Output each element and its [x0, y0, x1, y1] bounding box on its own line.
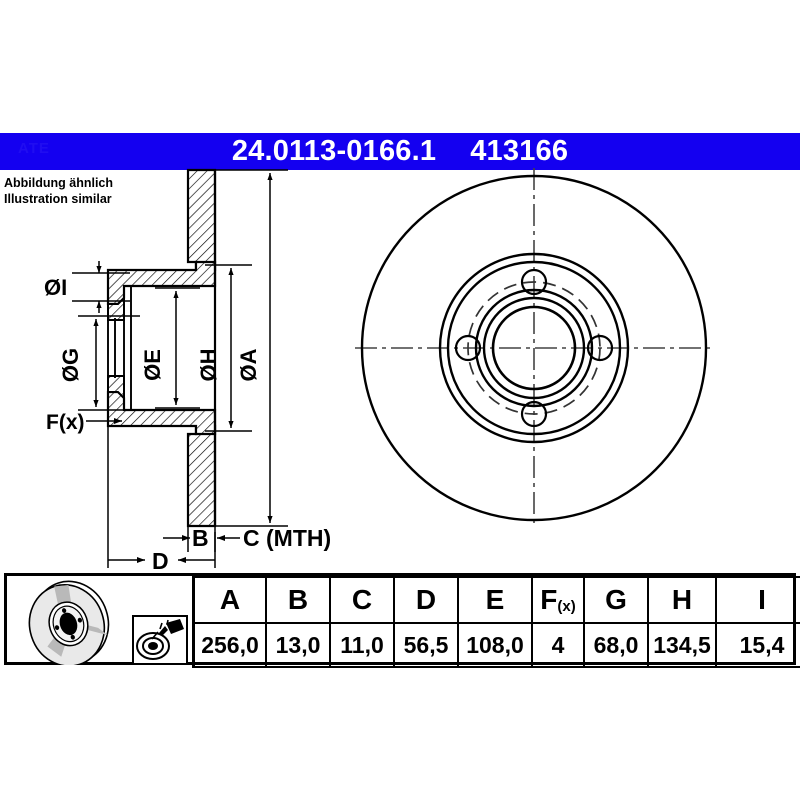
- table-header-i: I: [715, 576, 800, 624]
- label-holes-fx: F(x): [46, 411, 85, 434]
- table-header-b: B: [265, 576, 331, 624]
- table-value-i: 15,4: [715, 622, 800, 668]
- caption-line-en: Illustration similar: [4, 192, 112, 206]
- part-number-banner: ATE 24.0113-0166.1 413166: [0, 133, 800, 170]
- table-value-fx: 4: [531, 622, 585, 668]
- friction-ring-top: [186, 168, 217, 272]
- part-number: 24.0113-0166.1: [231, 135, 437, 167]
- dim-diameter-h: [205, 264, 252, 432]
- table-header-fx: F(x): [531, 576, 585, 624]
- bore-collar-bottom: [107, 375, 125, 401]
- bolt-hole-bottom: [520, 400, 548, 428]
- table-header-h: H: [647, 576, 717, 624]
- table-row-values: 256,0 13,0 11,0 56,5 108,0 4 68,0 134,5 …: [7, 622, 800, 668]
- banner-title: 24.0113-0166.1 413166: [0, 133, 800, 170]
- dim-depth-d: [107, 420, 216, 568]
- dimension-annotations: [72, 169, 288, 568]
- disc-outer-circle: [360, 174, 708, 522]
- table-value-g: 68,0: [583, 622, 649, 668]
- bore-ring-outer: [474, 288, 594, 408]
- front-view: [355, 168, 715, 528]
- table-value-a: 256,0: [192, 622, 267, 668]
- bore-ring-middle: [482, 296, 586, 400]
- table-value-b: 13,0: [265, 622, 331, 668]
- table-value-c: 11,0: [329, 622, 395, 668]
- bore-collar-top: [107, 295, 125, 321]
- caption-line-de: Abbildung ähnlich: [4, 176, 114, 190]
- brake-disc-photo: [28, 580, 110, 665]
- table-value-e: 108,0: [457, 622, 533, 668]
- bolt-holes: [454, 268, 614, 428]
- table-header-d: D: [393, 576, 459, 624]
- table-header-c: C: [329, 576, 395, 624]
- bolt-hole-left: [454, 334, 482, 362]
- dim-diameter-i: [72, 261, 130, 313]
- dim-diameter-a: [212, 169, 288, 527]
- bolt-hole-top: [520, 268, 548, 296]
- article-number: 413166: [470, 135, 569, 167]
- brand-watermark: ATE: [18, 140, 50, 157]
- table-value-d: 56,5: [393, 622, 459, 668]
- dimension-table: A B C D E F(x) G H I 256,0 13,0 11,0 56,…: [7, 576, 800, 668]
- bolt-circle: [467, 281, 601, 415]
- cross-section-view: [106, 168, 217, 528]
- label-thickness-b: B: [192, 525, 209, 551]
- label-diameter-h: ØH: [196, 349, 221, 382]
- table-value-h: 134,5: [647, 622, 717, 668]
- coating-spray-icon: [132, 615, 188, 665]
- label-diameter-i: ØI: [44, 275, 67, 300]
- label-thickness-c: C (MTH): [243, 525, 331, 551]
- hub-ring-outer: [438, 252, 630, 444]
- label-diameter-e: ØE: [140, 349, 165, 381]
- bolt-hole-right: [586, 334, 614, 362]
- table-row-headers: A B C D E F(x) G H I: [7, 576, 800, 667]
- center-bore: [491, 305, 577, 391]
- table-header-g: G: [583, 576, 649, 624]
- technical-drawing: ØI ØG F(x) ØE ØH ØA B C (MTH) D: [44, 168, 715, 570]
- label-diameter-g: ØG: [58, 348, 83, 382]
- section-edge-lines: [107, 286, 132, 410]
- specification-table: A B C D E F(x) G H I 256,0 13,0 11,0 56,…: [4, 573, 800, 668]
- dim-diameter-e: [155, 287, 200, 409]
- label-diameter-a: ØA: [236, 348, 261, 381]
- hub-ring-outer-inner: [446, 260, 622, 436]
- table-header-e: E: [457, 576, 533, 624]
- product-image-cell: [7, 577, 195, 667]
- centerlines: [355, 168, 715, 528]
- friction-ring-bottom: [186, 424, 217, 528]
- illustration-caption: Abbildung ähnlich Illustration similar: [4, 175, 184, 207]
- dimension-labels: ØI ØG F(x) ØE ØH ØA B C (MTH) D: [44, 275, 331, 570]
- dim-diameter-g: [78, 315, 140, 411]
- label-depth-d: D: [152, 548, 169, 570]
- table-header-a: A: [192, 576, 267, 624]
